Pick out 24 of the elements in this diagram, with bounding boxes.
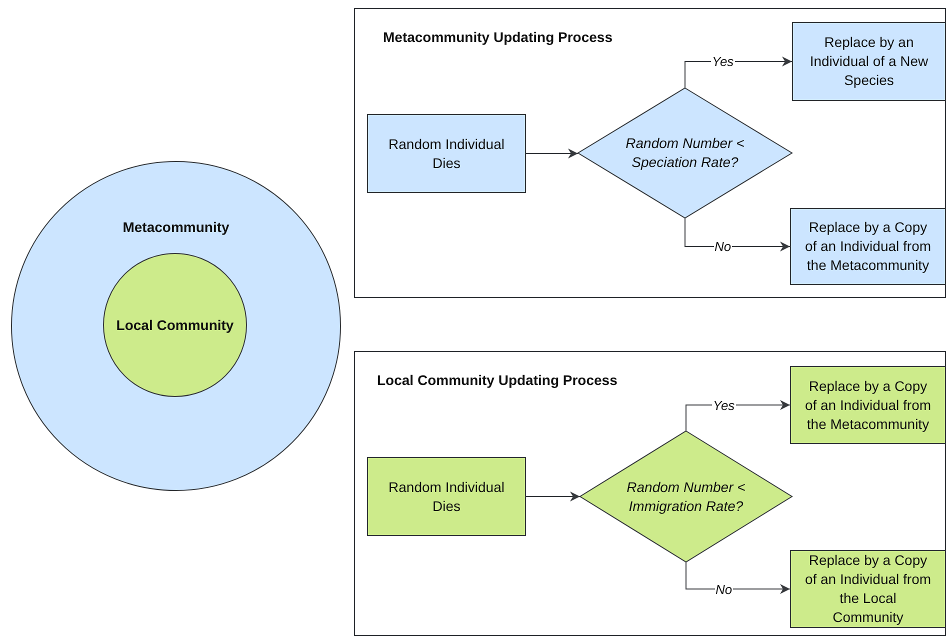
process-box: Random Individual Dies xyxy=(367,114,526,193)
circle-label: Local Community xyxy=(115,317,235,333)
arrow xyxy=(684,218,790,252)
arrow xyxy=(686,562,790,594)
process-box: Random Individual Dies xyxy=(367,457,526,536)
decision-text: Random Number < Immigration Rate? xyxy=(626,478,746,516)
arrow xyxy=(526,492,580,502)
decision-text: Random Number < Speciation Rate? xyxy=(624,134,746,172)
edge-label: No xyxy=(714,239,732,254)
panel-heading: Metacommunity Updating Process xyxy=(383,29,612,45)
circle-label: Metacommunity xyxy=(122,219,230,235)
process-box: Replace by a Copy of an Individual from the Local Community xyxy=(790,550,946,628)
decision-diamond xyxy=(578,88,792,218)
decision-diamond xyxy=(580,431,792,562)
arrow xyxy=(684,56,792,88)
process-panel xyxy=(354,351,946,636)
panel-heading: Local Community Updating Process xyxy=(377,372,618,388)
process-box: Replace by a Copy of an Individual from the Metacommunity xyxy=(790,366,946,444)
arrow xyxy=(686,400,790,432)
process-panel xyxy=(354,8,946,298)
process-box: Replace by an Individual of a New Species xyxy=(792,22,946,101)
edge-label: Yes xyxy=(711,54,735,69)
arrow xyxy=(526,148,578,158)
process-box: Replace by a Copy of an Individual from the Metacommunity xyxy=(790,208,946,285)
